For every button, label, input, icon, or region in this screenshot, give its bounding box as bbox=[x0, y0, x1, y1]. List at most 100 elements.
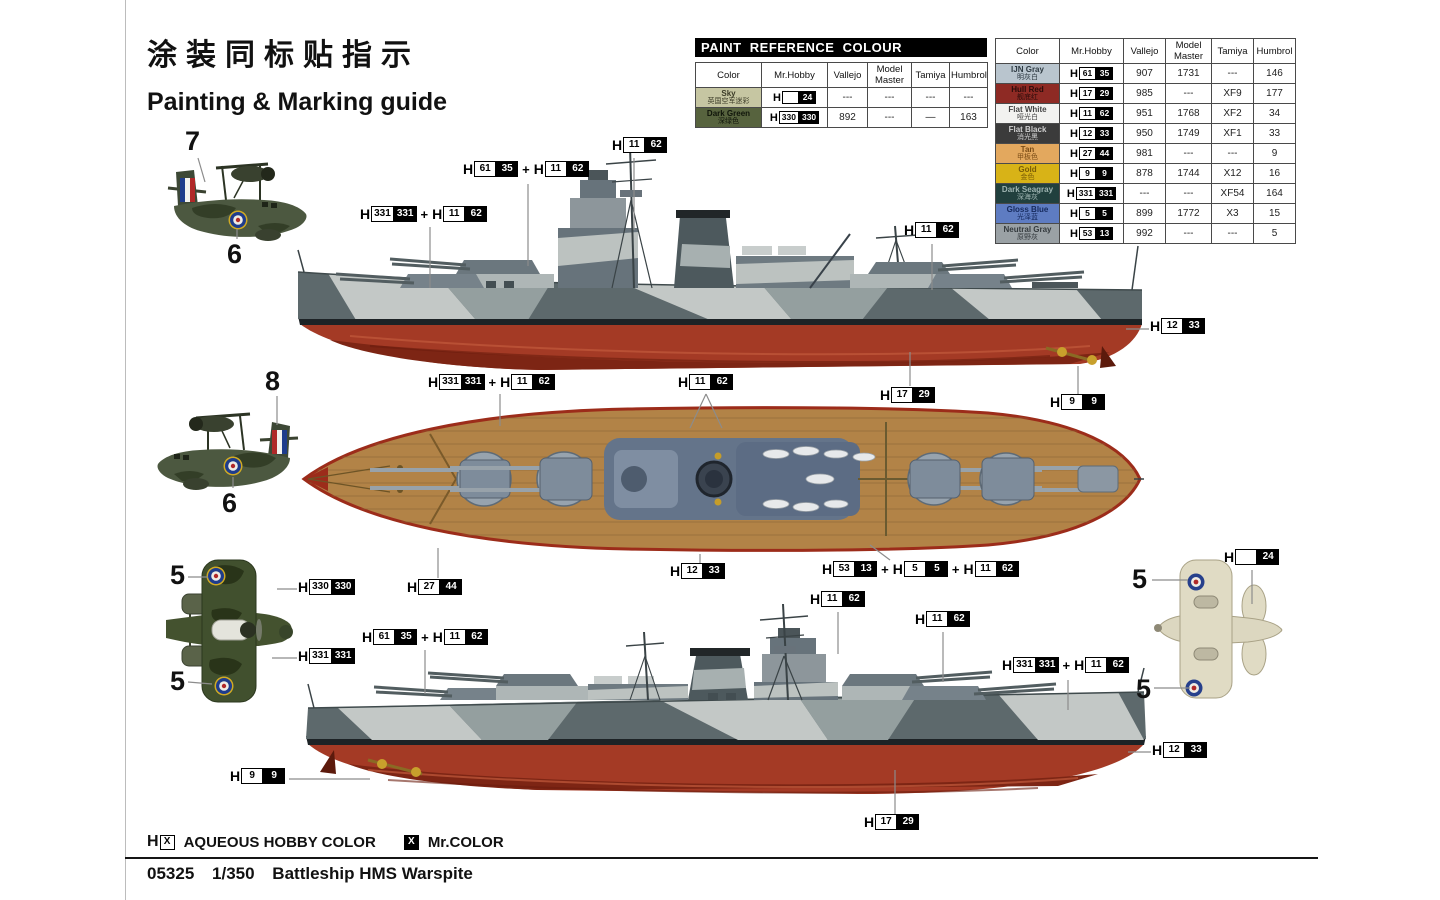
aqueous-color-number: 11 bbox=[689, 374, 712, 390]
aqueous-color-number: 53 bbox=[833, 561, 856, 577]
page-title-chinese: 涂装同标贴指示 bbox=[147, 39, 420, 72]
mr-color-number: 13 bbox=[1095, 227, 1113, 240]
paint-code-cell: 907 bbox=[1123, 63, 1166, 84]
battleship-plan-view bbox=[301, 406, 1144, 552]
paint-code-cell: --- bbox=[1211, 223, 1254, 244]
paint-code-cell: 1772 bbox=[1165, 203, 1212, 224]
mr-color-number: 33 bbox=[1185, 742, 1208, 758]
aqueous-color-number: 12 bbox=[1161, 318, 1184, 334]
color-name-chinese: 深绿色 bbox=[718, 118, 739, 126]
hobby-color-prefix: H bbox=[1070, 107, 1078, 120]
aqueous-color-number: 331 bbox=[1013, 657, 1036, 673]
mr-color-number: 35 bbox=[1095, 67, 1113, 80]
part-label-8: 8 bbox=[265, 366, 281, 396]
hobby-color-prefix: H bbox=[892, 561, 903, 577]
mr-color-number: 330 bbox=[798, 111, 820, 124]
aqueous-color-number: 330 bbox=[309, 579, 332, 595]
column-header: Model Master bbox=[867, 62, 912, 88]
aqueous-color-number: 11 bbox=[926, 611, 949, 627]
paint-code-cell: 15 bbox=[1253, 203, 1296, 224]
paint-code-cell: --- bbox=[911, 87, 950, 108]
hobby-color-prefix: H bbox=[1070, 127, 1078, 140]
paint-code-cell: 1744 bbox=[1165, 163, 1212, 184]
hobby-color-prefix: H bbox=[1224, 549, 1235, 565]
footer-rule bbox=[125, 857, 1318, 859]
aqueous-color-number: 5 bbox=[903, 561, 926, 577]
color-system-legend: H X AQUEOUS HOBBY COLOR X Mr.COLOR bbox=[147, 833, 504, 851]
paint-code-cell: --- bbox=[949, 87, 988, 108]
aqueous-color-number: 331 bbox=[309, 648, 332, 664]
paint-code-cell: --- bbox=[1123, 183, 1166, 204]
aqueous-color-number bbox=[781, 91, 799, 104]
hobby-color-prefix: H bbox=[533, 161, 544, 177]
color-name-chinese: 光泽蓝 bbox=[1017, 214, 1038, 222]
hobby-color-prefix: H bbox=[612, 137, 623, 153]
aqueous-color-number: 61 bbox=[474, 161, 497, 177]
aqueous-color-number: 5 bbox=[1078, 207, 1096, 220]
aqueous-color-number bbox=[1235, 549, 1258, 565]
hobby-color-prefix: H bbox=[1074, 657, 1085, 673]
mr-color-number: 62 bbox=[465, 206, 488, 222]
mr-color-number: 62 bbox=[566, 161, 589, 177]
aqueous-color-number: 61 bbox=[373, 629, 396, 645]
part-label-5b: 5 bbox=[170, 666, 186, 696]
mr-color-number: 5 bbox=[925, 561, 948, 577]
paint-code-cell: XF9 bbox=[1211, 83, 1254, 104]
color-name-chinese: 明灰白 bbox=[1017, 74, 1038, 82]
plus-sign: + bbox=[951, 561, 960, 577]
legend-aqueous-label: AQUEOUS HOBBY COLOR bbox=[183, 833, 376, 851]
paint-code-cell: 5 bbox=[1253, 223, 1296, 244]
mr-color-number: 331 bbox=[393, 206, 417, 222]
mr-color-number: 62 bbox=[533, 374, 556, 390]
paint-code-cell: 892 bbox=[827, 107, 868, 128]
color-name-chinese: 消光黑 bbox=[1017, 134, 1038, 142]
aqueous-color-number: 17 bbox=[875, 814, 898, 830]
hobby-color-prefix: H bbox=[864, 814, 875, 830]
aqueous-color-number: 9 bbox=[1061, 394, 1084, 410]
hobby-color-prefix: H bbox=[432, 206, 443, 222]
plus-sign: + bbox=[488, 374, 497, 390]
paint-code-cell: X3 bbox=[1211, 203, 1254, 224]
paint-code-cell: 33 bbox=[1253, 123, 1296, 144]
paint-code-cell: --- bbox=[1211, 63, 1254, 84]
hobby-color-prefix: H bbox=[298, 579, 309, 595]
aqueous-color-number: 27 bbox=[418, 579, 441, 595]
paint-code-cell: 34 bbox=[1253, 103, 1296, 124]
part-label-5c: 5 bbox=[1132, 564, 1148, 594]
seaplane-side-view-left bbox=[167, 162, 307, 241]
mr-color-number: 24 bbox=[798, 91, 816, 104]
color-name-chinese: 舰底红 bbox=[1017, 94, 1038, 102]
mr-color-number: 330 bbox=[331, 579, 355, 595]
color-name-chinese: 英国空军迷彩 bbox=[707, 98, 750, 106]
paint-code-cell: --- bbox=[1165, 143, 1212, 164]
column-header: Tamiya bbox=[911, 62, 950, 88]
